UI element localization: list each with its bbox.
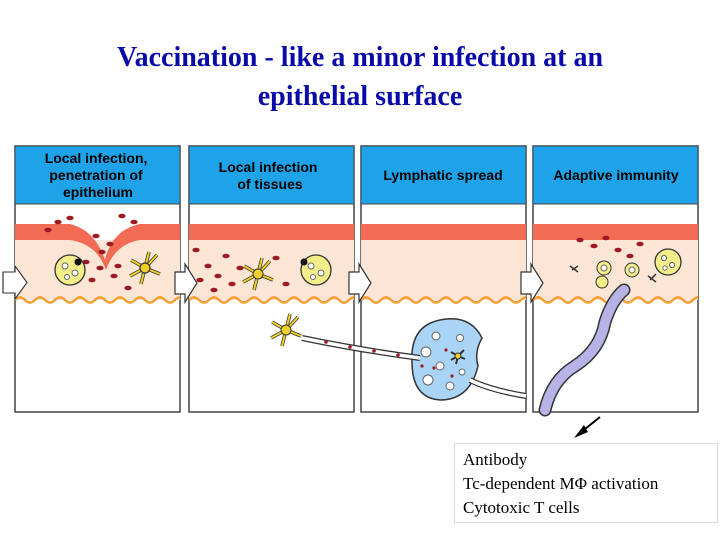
panel-2-label-line-2: of tissues [237,176,303,192]
pointer-arrow-icon [574,416,601,438]
infection-stages-diagram: Local infection, penetration of epitheli… [2,145,699,438]
outcome-antibody: Antibody [463,450,528,469]
dendritic-cell-icon [242,257,274,291]
panel-local-infection-tissues: Local infection of tissues [188,145,355,413]
title-line-1: Vaccination - like a minor infection at … [116,42,604,73]
macrophage-icon [654,248,682,276]
panel-2-label: Local infection of tissues [219,159,322,192]
panel-1-label-line-2: penetration of [49,167,143,183]
panel-lymphatic-spread: Lymphatic spread [360,145,527,413]
outcome-macrophage-activation: Tc-dependent MΦ activation [463,474,659,493]
panel-4-header [532,145,699,205]
macrophage-icon [300,254,332,286]
panel-1-label-line-1: Local infection, [45,150,148,166]
t-cell-icon [595,260,640,289]
panel-4-label: Adaptive immunity [553,167,678,183]
efferent-lymphatic-vessel-icon [468,377,527,399]
lymphatic-vessel-icon [538,283,631,417]
flow-arrow-icon [2,265,28,300]
panel-1-label-line-3: epithelium [63,184,133,200]
panel-1-header [14,145,181,205]
panel-3-label: Lymphatic spread [383,167,502,183]
panel-3-header [360,145,527,205]
immune-outcomes-box: Antibody Tc-dependent MΦ activation Cyto… [454,443,718,523]
flow-arrow-icon [174,261,198,305]
page-title: Vaccination - like a minor infection at … [0,38,720,116]
migrating-dendritic-cell-icon [270,313,302,347]
dendritic-cell-icon [129,251,161,285]
panel-adaptive-immunity: Adaptive immunity [532,145,699,417]
panel-local-infection-penetration: Local infection, penetration of epitheli… [14,145,181,413]
afferent-lymphatic-vessel-icon [301,335,421,361]
antibody-icon [569,265,657,283]
flow-arrow-icon [520,261,544,305]
title-line-2: epithelial surface [257,81,463,112]
lymph-node-icon [411,318,483,401]
outcome-cytotoxic-t-cells: Cytotoxic T cells [463,498,580,517]
panel-2-header [188,145,355,205]
panel-2-label-line-1: Local infection [219,159,318,175]
panel-1-label: Local infection, penetration of epitheli… [45,150,152,200]
flow-arrow-icon [348,261,372,305]
macrophage-icon [54,254,86,286]
